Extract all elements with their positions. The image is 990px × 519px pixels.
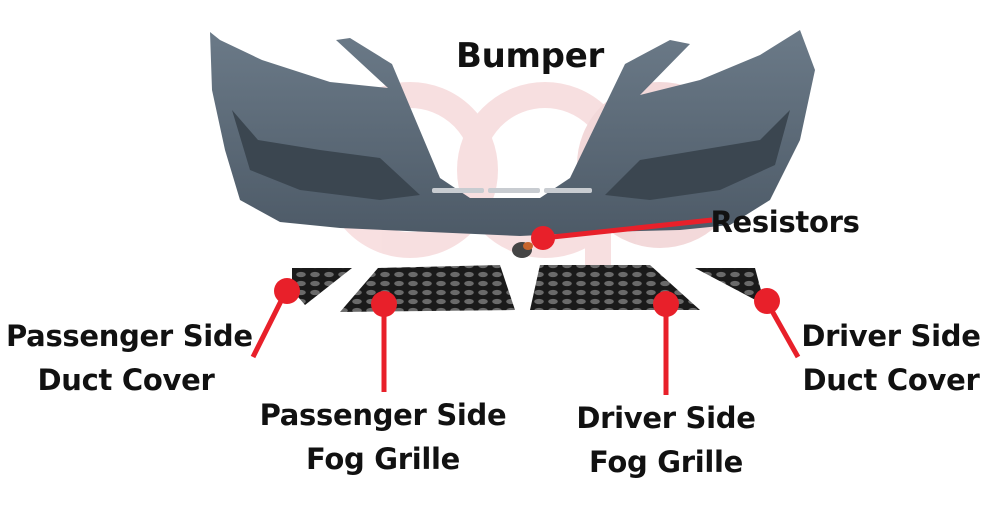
label-passenger-duct-cover: Passenger Side Duct Cover	[6, 314, 253, 402]
callout-driver-fog	[653, 291, 679, 395]
passenger-fog-grille-illustration	[340, 265, 515, 312]
callout-driver-duct	[754, 288, 801, 359]
label-bumper: Bumper	[440, 34, 620, 78]
passenger-duct-cover-illustration	[292, 268, 352, 305]
label-line-2: Fog Grille	[588, 445, 743, 479]
callout-passenger-duct	[250, 278, 300, 359]
label-line-1: Driver Side	[801, 319, 981, 353]
driver-duct-cover-illustration	[695, 268, 765, 305]
label-line-1: Driver Side	[576, 401, 756, 435]
label-line-1: Passenger Side	[6, 319, 253, 353]
label-bumper-text: Bumper	[456, 36, 604, 76]
label-resistors: Resistors	[710, 200, 860, 244]
bumper-illustration	[210, 30, 815, 236]
callout-resistors	[531, 217, 713, 250]
label-line-1: Passenger Side	[259, 398, 507, 432]
resistors-illustration	[512, 242, 533, 258]
label-driver-fog-grille: Driver Side Fog Grille	[568, 396, 764, 484]
label-line-2: Duct Cover	[802, 363, 980, 397]
label-line-2: Fog Grille	[305, 442, 460, 476]
label-resistors-text: Resistors	[710, 205, 860, 239]
callout-passenger-fog	[371, 291, 397, 392]
label-driver-duct-cover: Driver Side Duct Cover	[796, 314, 986, 402]
label-line-2: Duct Cover	[37, 363, 215, 397]
label-passenger-fog-grille: Passenger Side Fog Grille	[258, 393, 508, 481]
